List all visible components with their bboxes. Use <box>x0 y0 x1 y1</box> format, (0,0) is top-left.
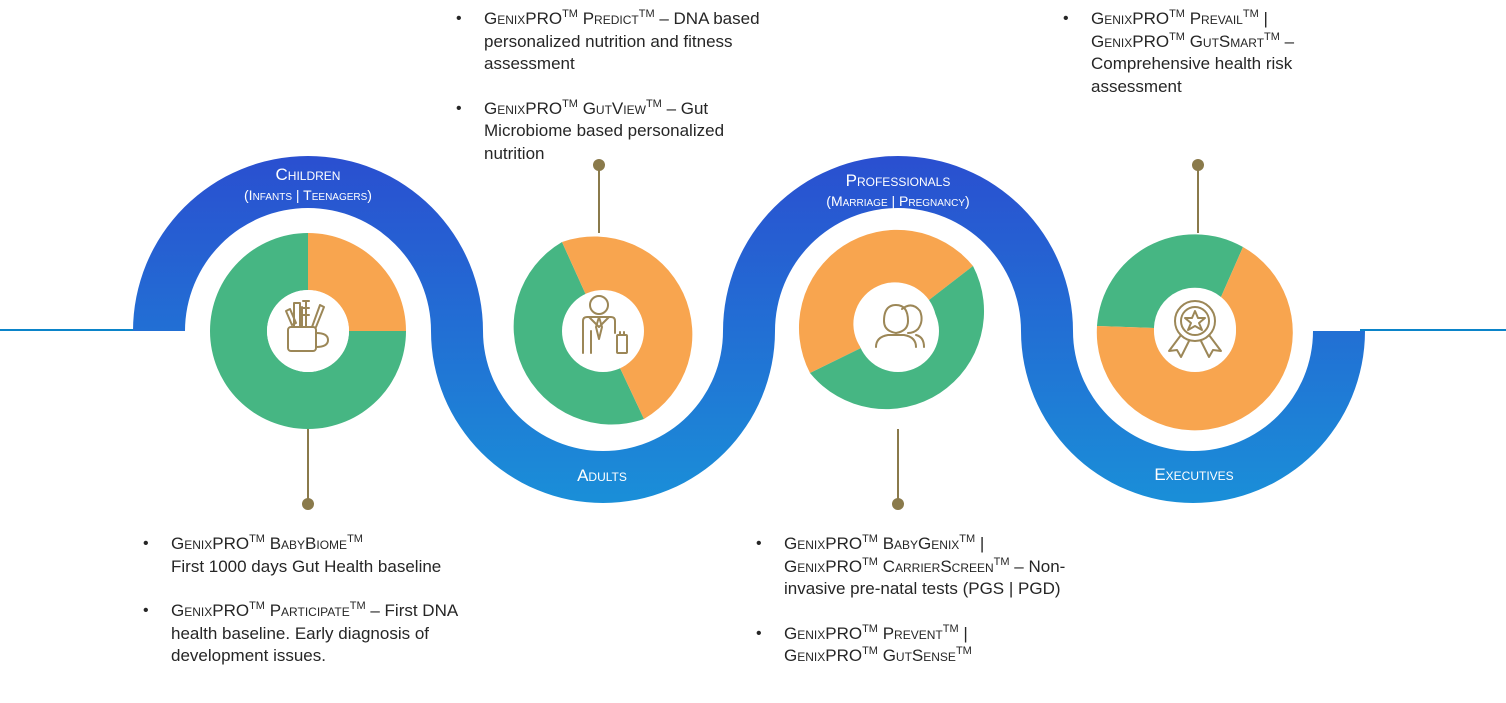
ring-children-green <box>210 233 406 429</box>
connector-dot-professionals <box>892 498 904 510</box>
segment-title: Professionals <box>845 171 951 190</box>
ring-adults-green <box>513 242 644 425</box>
segment-label-professionals: Professionals (Marriage | Pregnancy) <box>798 171 998 211</box>
list-item: GenixPROTM PreventTM | GenixPROTM GutSen… <box>756 623 1101 668</box>
ring-executives-orange <box>1096 247 1293 431</box>
segment-label-adults: Adults <box>502 466 702 486</box>
wave-band <box>133 156 1365 503</box>
segment-title: Adults <box>577 466 627 485</box>
businessman-icon <box>582 295 628 354</box>
award-badge-icon <box>1168 300 1222 358</box>
connector-dot-executives <box>1192 159 1204 171</box>
list-item: GenixPROTM GutViewTM – Gut Microbiome ba… <box>456 98 786 166</box>
ring-children <box>210 233 406 429</box>
list-item: GenixPROTM ParticipateTM – First DNA hea… <box>143 600 473 668</box>
ring-professionals-orange <box>798 229 973 373</box>
ring-adults <box>513 236 693 425</box>
connector-dot-children <box>302 498 314 510</box>
ring-adults-orange <box>562 236 693 419</box>
text-block-children: GenixPROTM BabyBiomeTM First 1000 days G… <box>143 533 473 690</box>
art-supplies-icon <box>285 300 329 352</box>
segment-title: Children <box>275 165 341 184</box>
list-item: GenixPROTM PredictTM – DNA based persona… <box>456 8 786 76</box>
list-item: GenixPROTM BabyGenixTM | GenixPROTM Carr… <box>756 533 1101 601</box>
segment-subtitle: (Marriage | Pregnancy) <box>826 193 970 209</box>
segment-label-executives: Executives <box>1094 465 1294 485</box>
ring-executives-green <box>1097 234 1243 328</box>
ring-professionals-green <box>810 266 985 410</box>
list-item: GenixPROTM BabyBiomeTM First 1000 days G… <box>143 533 473 578</box>
ring-children-orange <box>308 233 406 331</box>
segment-label-children: Children (Infants | Teenagers) <box>208 165 408 205</box>
segment-title: Executives <box>1154 465 1234 484</box>
text-block-executives: GenixPROTM PrevailTM | GenixPROTM GutSma… <box>1063 8 1363 120</box>
segment-subtitle: (Infants | Teenagers) <box>244 187 372 203</box>
text-block-adults: GenixPROTM PredictTM – DNA based persona… <box>456 8 786 187</box>
text-block-professionals: GenixPROTM BabyGenixTM | GenixPROTM Carr… <box>756 533 1101 690</box>
list-item: GenixPROTM PrevailTM | GenixPROTM GutSma… <box>1063 8 1363 98</box>
ring-executives <box>1096 234 1293 431</box>
ring-professionals <box>798 229 985 410</box>
couple-icon <box>875 304 925 348</box>
